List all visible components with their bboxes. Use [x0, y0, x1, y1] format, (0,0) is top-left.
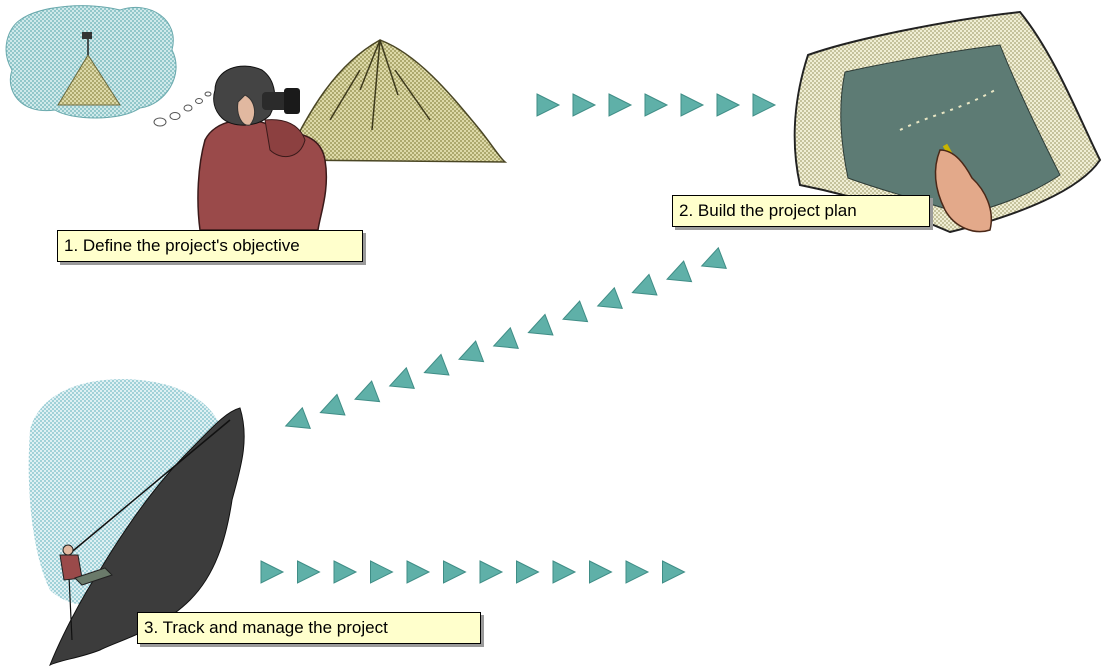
arrow-chevron-icon-10 — [625, 560, 650, 584]
arrow-chevron-icon-6 — [479, 560, 504, 584]
step-1-label: 1. Define the project's objective — [57, 230, 363, 262]
arrow-row-1 — [536, 93, 777, 117]
arrow-chevron-icon-6 — [752, 93, 777, 117]
arrow-chevron-icon-9 — [388, 366, 415, 389]
arrow-chevron-icon-6 — [492, 326, 519, 349]
arrow-chevron-icon-4 — [680, 93, 705, 117]
arrow-chevron-icon-0 — [536, 93, 561, 117]
arrow-chevron-icon-5 — [716, 93, 741, 117]
arrow-chevron-icon-8 — [552, 560, 577, 584]
cliff-climber-icon — [28, 379, 245, 667]
map-plan-icon — [793, 10, 1102, 234]
arrow-chevron-icon-10 — [354, 380, 381, 403]
arrow-chevron-icon-2 — [631, 273, 658, 296]
arrow-chevron-icon-4 — [562, 300, 589, 323]
arrow-chevron-icon-3 — [644, 93, 669, 117]
arrow-chevron-icon-11 — [319, 393, 346, 416]
arrow-row-3 — [260, 560, 686, 584]
arrow-chevron-icon-3 — [596, 286, 623, 309]
arrow-chevron-icon-2 — [333, 560, 358, 584]
arrow-chevron-icon-5 — [443, 560, 467, 584]
arrow-chevron-icon-1 — [297, 560, 321, 584]
arrow-chevron-icon-7 — [516, 560, 540, 584]
arrow-chevron-icon-4 — [406, 560, 431, 584]
arrow-chevron-icon-11 — [662, 560, 686, 584]
mountain-icon — [283, 39, 508, 163]
arrow-chevron-icon-0 — [260, 560, 285, 584]
arrow-chevron-icon-5 — [527, 313, 554, 336]
arrow-chevron-icon-1 — [666, 260, 693, 283]
arrow-chevron-icon-7 — [458, 340, 485, 363]
arrow-chevron-icon-2 — [608, 93, 633, 117]
hiker-with-binoculars-icon — [197, 65, 328, 231]
arrow-chevron-icon-0 — [700, 246, 727, 269]
arrow-chevron-icon-1 — [572, 93, 597, 117]
hand-with-pencil-icon — [934, 143, 992, 233]
arrow-chevron-icon-3 — [370, 560, 394, 584]
arrow-chevron-icon-12 — [284, 406, 311, 429]
arrow-chevron-icon-8 — [423, 353, 450, 376]
arrow-chevron-icon-9 — [589, 560, 613, 584]
thought-cloud-icon — [5, 5, 212, 127]
step-2-label: 2. Build the project plan — [672, 195, 930, 227]
step-3-label: 3. Track and manage the project — [137, 612, 481, 644]
arrow-row-2 — [284, 246, 727, 429]
